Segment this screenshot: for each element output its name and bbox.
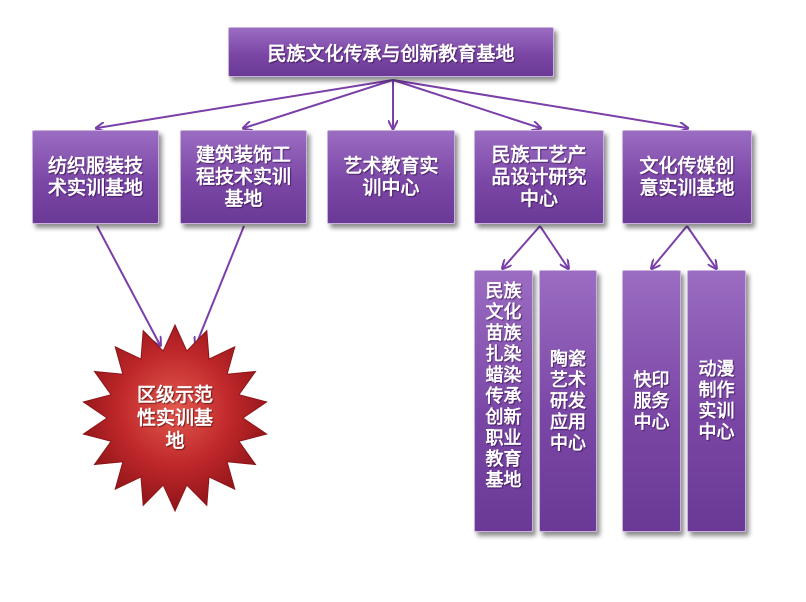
arrow-b5-v3: [652, 225, 688, 268]
arrow-root-b4: [392, 79, 540, 128]
demonstration-base-star: [82, 323, 268, 513]
arrow-root-b1: [97, 79, 394, 128]
box-ethnic-craft-design: 民族工艺产 品设计研究 中心: [474, 130, 604, 224]
box-textile-training: 纺织服装技 术实训基地: [32, 130, 159, 224]
root-box: 民族文化传承与创新教育基地: [228, 27, 554, 77]
arrow-b4-v1: [503, 225, 541, 268]
box-quick-print-center: 快印 服务 中心: [622, 270, 681, 532]
box-ceramic-art-center: 陶瓷 艺术 研发 应用 中心: [539, 270, 597, 532]
box-architectural-decoration: 建筑装饰工 程技术实训 基地: [180, 130, 307, 224]
arrow-root-b5: [392, 79, 687, 128]
star-label: 区级示范 性实训基 地: [136, 383, 213, 452]
arrow-b4-v2: [539, 225, 568, 268]
box-art-education: 艺术教育实 训中心: [327, 130, 455, 224]
box-animation-training-center: 动漫 制作 实训 中心: [687, 270, 746, 532]
arrow-root-b2: [244, 79, 394, 128]
box-culture-media: 文化传媒创 意实训基地: [622, 130, 752, 224]
box-miao-dyeing-base: 民族 文化 苗族 扎染 蜡染 传承 创新 职业 教育 基地: [474, 270, 533, 532]
arrow-b5-v4: [686, 225, 716, 268]
